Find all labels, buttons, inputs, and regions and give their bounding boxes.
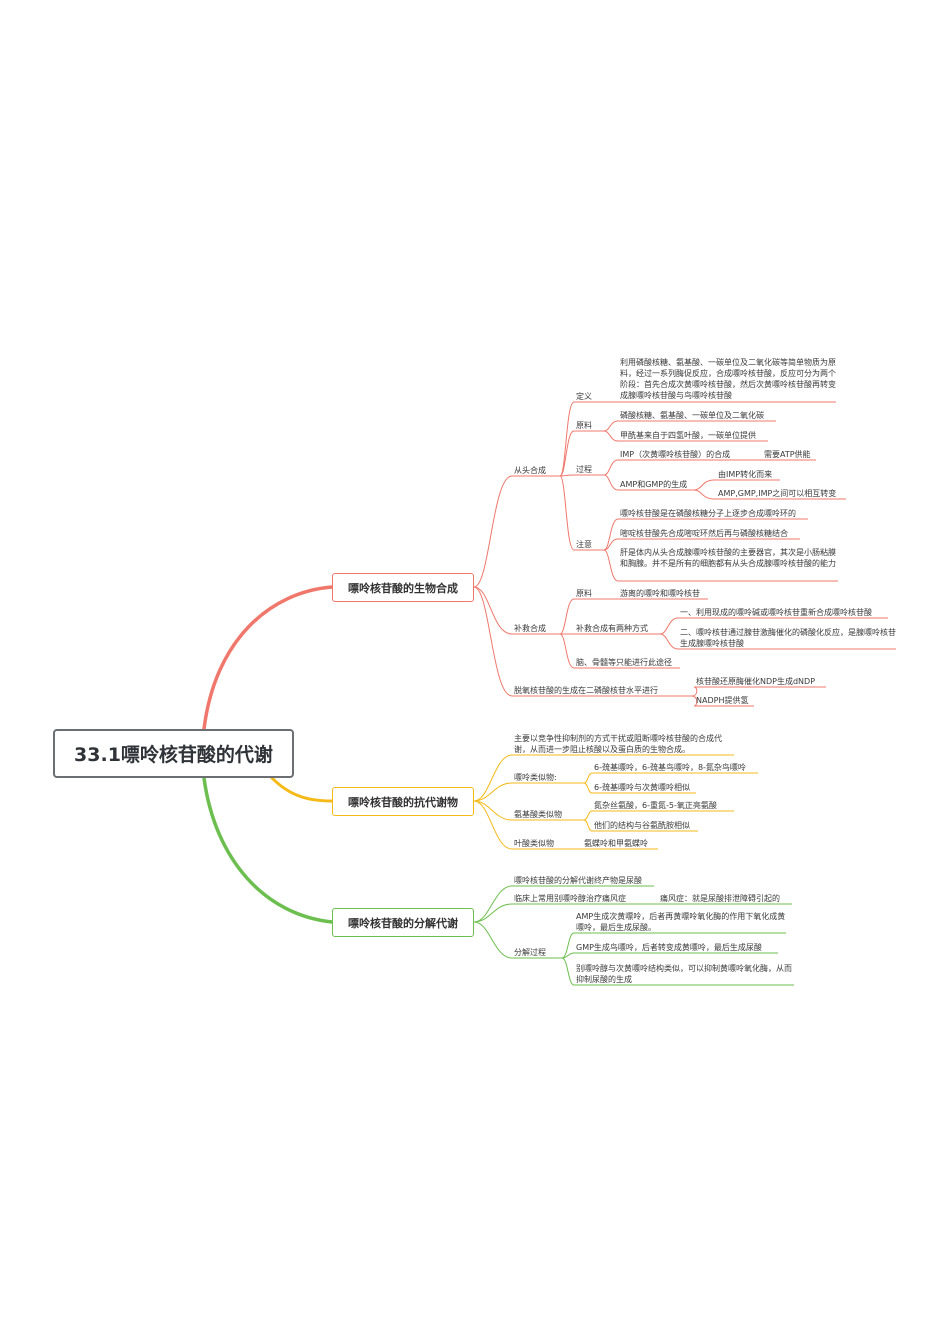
node-deoxy[interactable]: 脱氧核苷酸的生成在二磷酸核苷水平进行 [514, 686, 658, 695]
node-amp-gmp-note[interactable]: AMP,GMP,IMP之间可以相互转变 [718, 489, 837, 498]
node-catabolic-step[interactable]: 别嘌呤醇与次黄嘌呤结构类似，可以抑制黄嘌呤氧化酶，从而抑制尿酸的生成 [576, 964, 792, 984]
node-amp-gmp[interactable]: AMP和GMP的生成 [620, 480, 688, 489]
node-catabolic-process[interactable]: 分解过程 [514, 948, 546, 957]
node-amp-gmp-note[interactable]: 由IMP转化而来 [718, 470, 773, 479]
node-materials[interactable]: 原料 [576, 421, 592, 430]
node-antimetabolite-intro[interactable]: 主要以竞争性抑制剂的方式干扰或阻断嘌呤核苷酸的合成代谢，从而进一步阻止核酸以及蛋… [514, 734, 722, 754]
node-catabolic-step[interactable]: AMP生成次黄嘌呤，后者再黄嘌呤氧化酶的作用下氧化成黄嘌呤，最后生成尿酸。 [576, 912, 786, 932]
node-salvage[interactable]: 补救合成 [514, 624, 546, 633]
node-gout-treatment[interactable]: 临床上常用别嘌呤醇治疗痛风症 [514, 894, 626, 903]
node-notes[interactable]: 注意 [576, 540, 592, 549]
node-deoxy-item[interactable]: 核苷酸还原酶催化NDP生成dNDP [696, 677, 816, 686]
node-salvage-way[interactable]: 一、利用现成的嘌呤碱或嘌呤核苷重新合成嘌呤核苷酸 [680, 608, 872, 617]
node-amino-analogs[interactable]: 氨基酸类似物 [514, 810, 562, 819]
node-salvage-materials-text[interactable]: 游离的嘌呤和嘌呤核苷 [620, 589, 700, 598]
node-imp-synthesis[interactable]: IMP（次黄嘌呤核苷酸）的合成 [620, 450, 731, 459]
node-amino-analog-item[interactable]: 氮杂丝氨酸，6-重氮-5-氧正亮氨酸 [594, 801, 717, 810]
node-purine-analogs[interactable]: 嘌呤类似物: [514, 773, 557, 782]
branch-catabolism[interactable]: 嘌呤核苷酸的分解代谢 [332, 908, 474, 937]
node-salvage-ways[interactable]: 补救合成有两种方式 [576, 624, 648, 633]
node-de-novo[interactable]: 从头合成 [514, 466, 546, 475]
node-salvage-way[interactable]: 二、嘌呤核苷通过腺苷激酶催化的磷酸化反应，是腺嘌呤核苷生成腺嘌呤核苷酸 [680, 628, 896, 648]
node-deoxy-item[interactable]: NADPH提供氢 [696, 696, 749, 705]
node-catabolic-step[interactable]: GMP生成鸟嘌呤，后者转变成黄嘌呤，最后生成尿酸 [576, 943, 762, 952]
branch-antimetabolites[interactable]: 嘌呤核苷酸的抗代谢物 [332, 787, 474, 816]
node-process[interactable]: 过程 [576, 465, 592, 474]
root-topic[interactable]: 33.1嘌呤核苷酸的代谢 [53, 729, 294, 778]
node-note-item[interactable]: 嘧啶核苷酸先合成嘧啶环然后再与磷酸核糖结合 [620, 529, 788, 538]
node-materials-item[interactable]: 磷酸核糖、氨基酸、一碳单位及二氧化碳 [620, 411, 764, 420]
node-gout-definition[interactable]: 痛风症：就是尿酸排泄障碍引起的 [660, 894, 780, 903]
node-end-product[interactable]: 嘌呤核苷酸的分解代谢终产物是尿酸 [514, 876, 642, 885]
node-folate-analog-text[interactable]: 氨蝶呤和甲氨蝶呤 [584, 839, 648, 848]
node-note-item[interactable]: 嘌呤核苷酸是在磷酸核糖分子上逐步合成嘌呤环的 [620, 509, 796, 518]
node-salvage-materials[interactable]: 原料 [576, 589, 592, 598]
node-definition-text[interactable]: 利用磷酸核糖、氨基酸、一碳单位及二氧化碳等简单物质为原料，经过一系列酶促反应，合… [620, 358, 836, 400]
node-salvage-brain[interactable]: 脑、骨髓等只能进行此途径 [576, 658, 672, 667]
node-materials-item[interactable]: 甲酰基来自于四氢叶酸，一碳单位提供 [620, 431, 756, 440]
node-amino-analog-item[interactable]: 他们的结构与谷氨酰胺相似 [594, 821, 690, 830]
node-folate-analogs[interactable]: 叶酸类似物 [514, 839, 554, 848]
node-imp-note[interactable]: 需要ATP供能 [764, 450, 811, 459]
node-purine-analog-item[interactable]: 6-巯基嘌呤，6-巯基鸟嘌呤，8-氮杂鸟嘌呤 [594, 763, 746, 772]
node-definition[interactable]: 定义 [576, 392, 592, 401]
node-note-item[interactable]: 肝是体内从头合成腺嘌呤核苷酸的主要器官，其次是小肠粘膜和胸腺。并不是所有的细胞都… [620, 548, 836, 568]
branch-biosynthesis[interactable]: 嘌呤核苷酸的生物合成 [332, 573, 474, 602]
node-purine-analog-item[interactable]: 6-巯基嘌呤与次黄嘌呤相似 [594, 783, 690, 792]
